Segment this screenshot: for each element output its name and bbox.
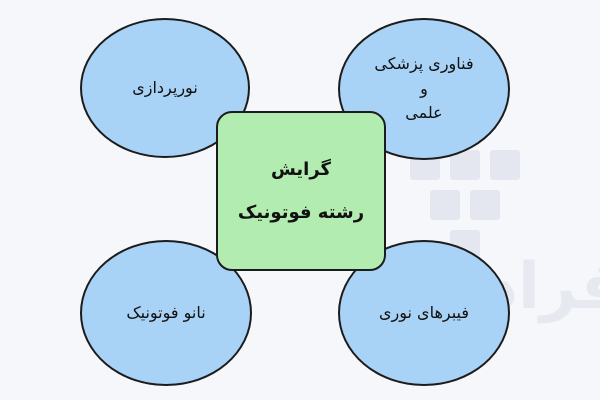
center-topic-box: گرایش رشته فوتونیک [216,111,386,271]
node-label: نانو فوتونیک [126,302,206,322]
center-title-line2: رشته فوتونیک [237,202,365,223]
node-label: نورپردازی [132,77,198,97]
node-label: فیبرهای نوری [378,302,470,322]
center-title-line1: گرایش [270,159,332,180]
node-medical-scientific-tech: فناوری پزشکی و علمی [338,18,510,160]
node-label: فناوری پزشکی و علمی [374,53,474,123]
